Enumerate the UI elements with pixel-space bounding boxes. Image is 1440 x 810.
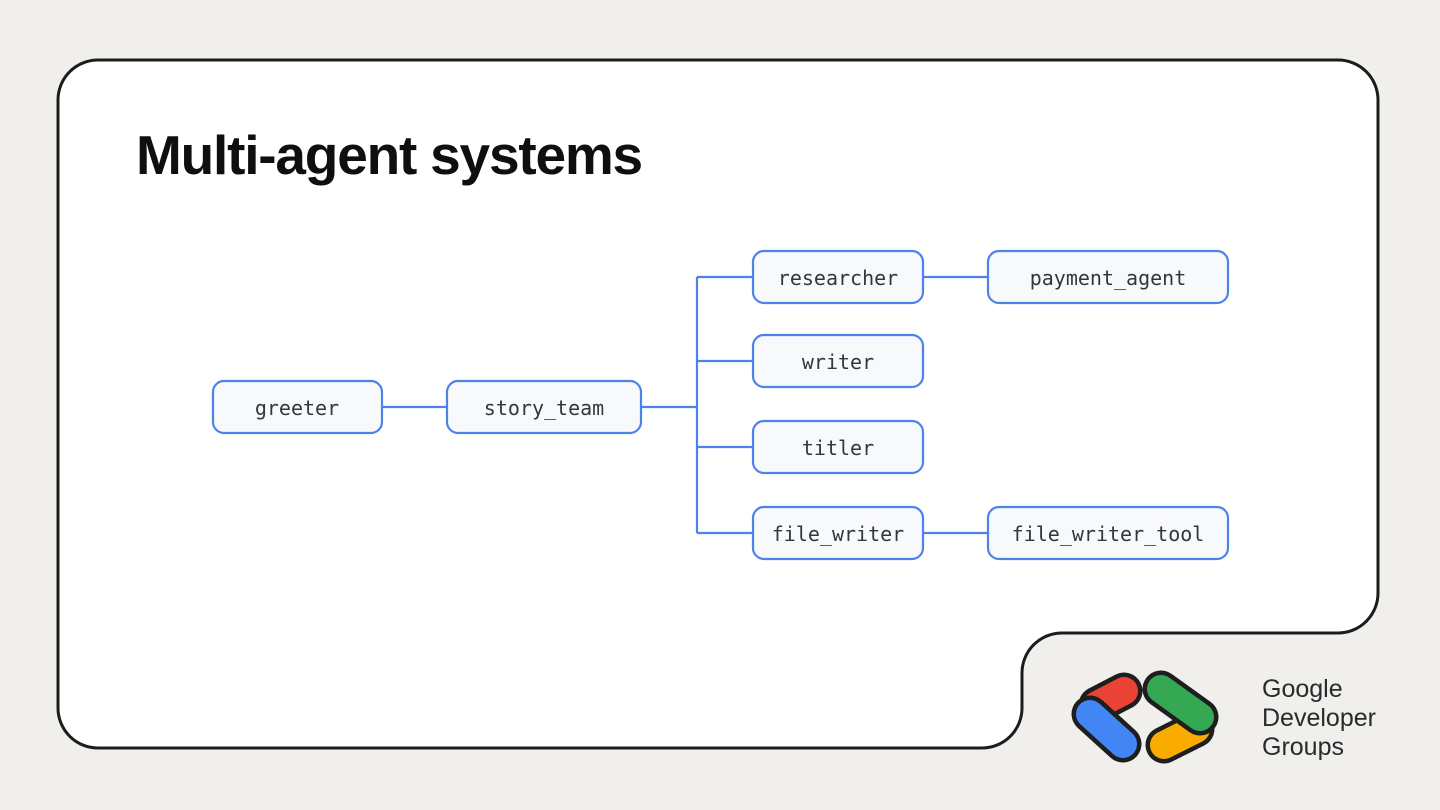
node-payment-agent: payment_agent [986, 249, 1230, 305]
node-box [986, 505, 1230, 561]
node-label: titler [802, 436, 874, 460]
logo-text-line-1: Google [1262, 675, 1343, 703]
agent-tree-diagram: greeter story_team researcher payment_ag… [211, 249, 1230, 561]
node-box [986, 249, 1230, 305]
node-label: file_writer [772, 522, 904, 546]
connector-lines [382, 275, 988, 535]
node-titler: titler [751, 419, 925, 475]
node-box [751, 249, 925, 305]
logo-right-bracket-icon [1142, 670, 1219, 764]
node-label: greeter [255, 396, 339, 420]
logo-green-capsule [1147, 675, 1214, 731]
node-label: writer [802, 350, 874, 374]
google-developer-groups-logo: Google Developer Groups [1071, 670, 1376, 764]
slide-card [56, 58, 1380, 750]
page-title: Multi-agent systems [136, 124, 642, 186]
node-file-writer: file_writer [751, 505, 925, 561]
logo-text-line-3: Groups [1262, 733, 1344, 761]
node-box [751, 505, 925, 561]
node-label: payment_agent [1030, 266, 1187, 290]
node-box [751, 419, 925, 475]
logo-text-line-2: Developer [1262, 704, 1376, 732]
node-writer: writer [751, 333, 925, 389]
node-box [751, 333, 925, 389]
node-label: researcher [778, 266, 898, 290]
node-box [445, 379, 643, 435]
node-story-team: story_team [445, 379, 643, 435]
logo-left-bracket-icon [1071, 672, 1143, 763]
logo-blue-capsule [1076, 700, 1137, 758]
node-box [211, 379, 384, 435]
node-greeter: greeter [211, 379, 384, 435]
node-researcher: researcher [751, 249, 925, 305]
node-label: story_team [484, 396, 604, 420]
logo-wordmark: Google Developer Groups [1262, 675, 1376, 761]
node-label: file_writer_tool [1012, 522, 1205, 546]
node-file-writer-tool: file_writer_tool [986, 505, 1230, 561]
